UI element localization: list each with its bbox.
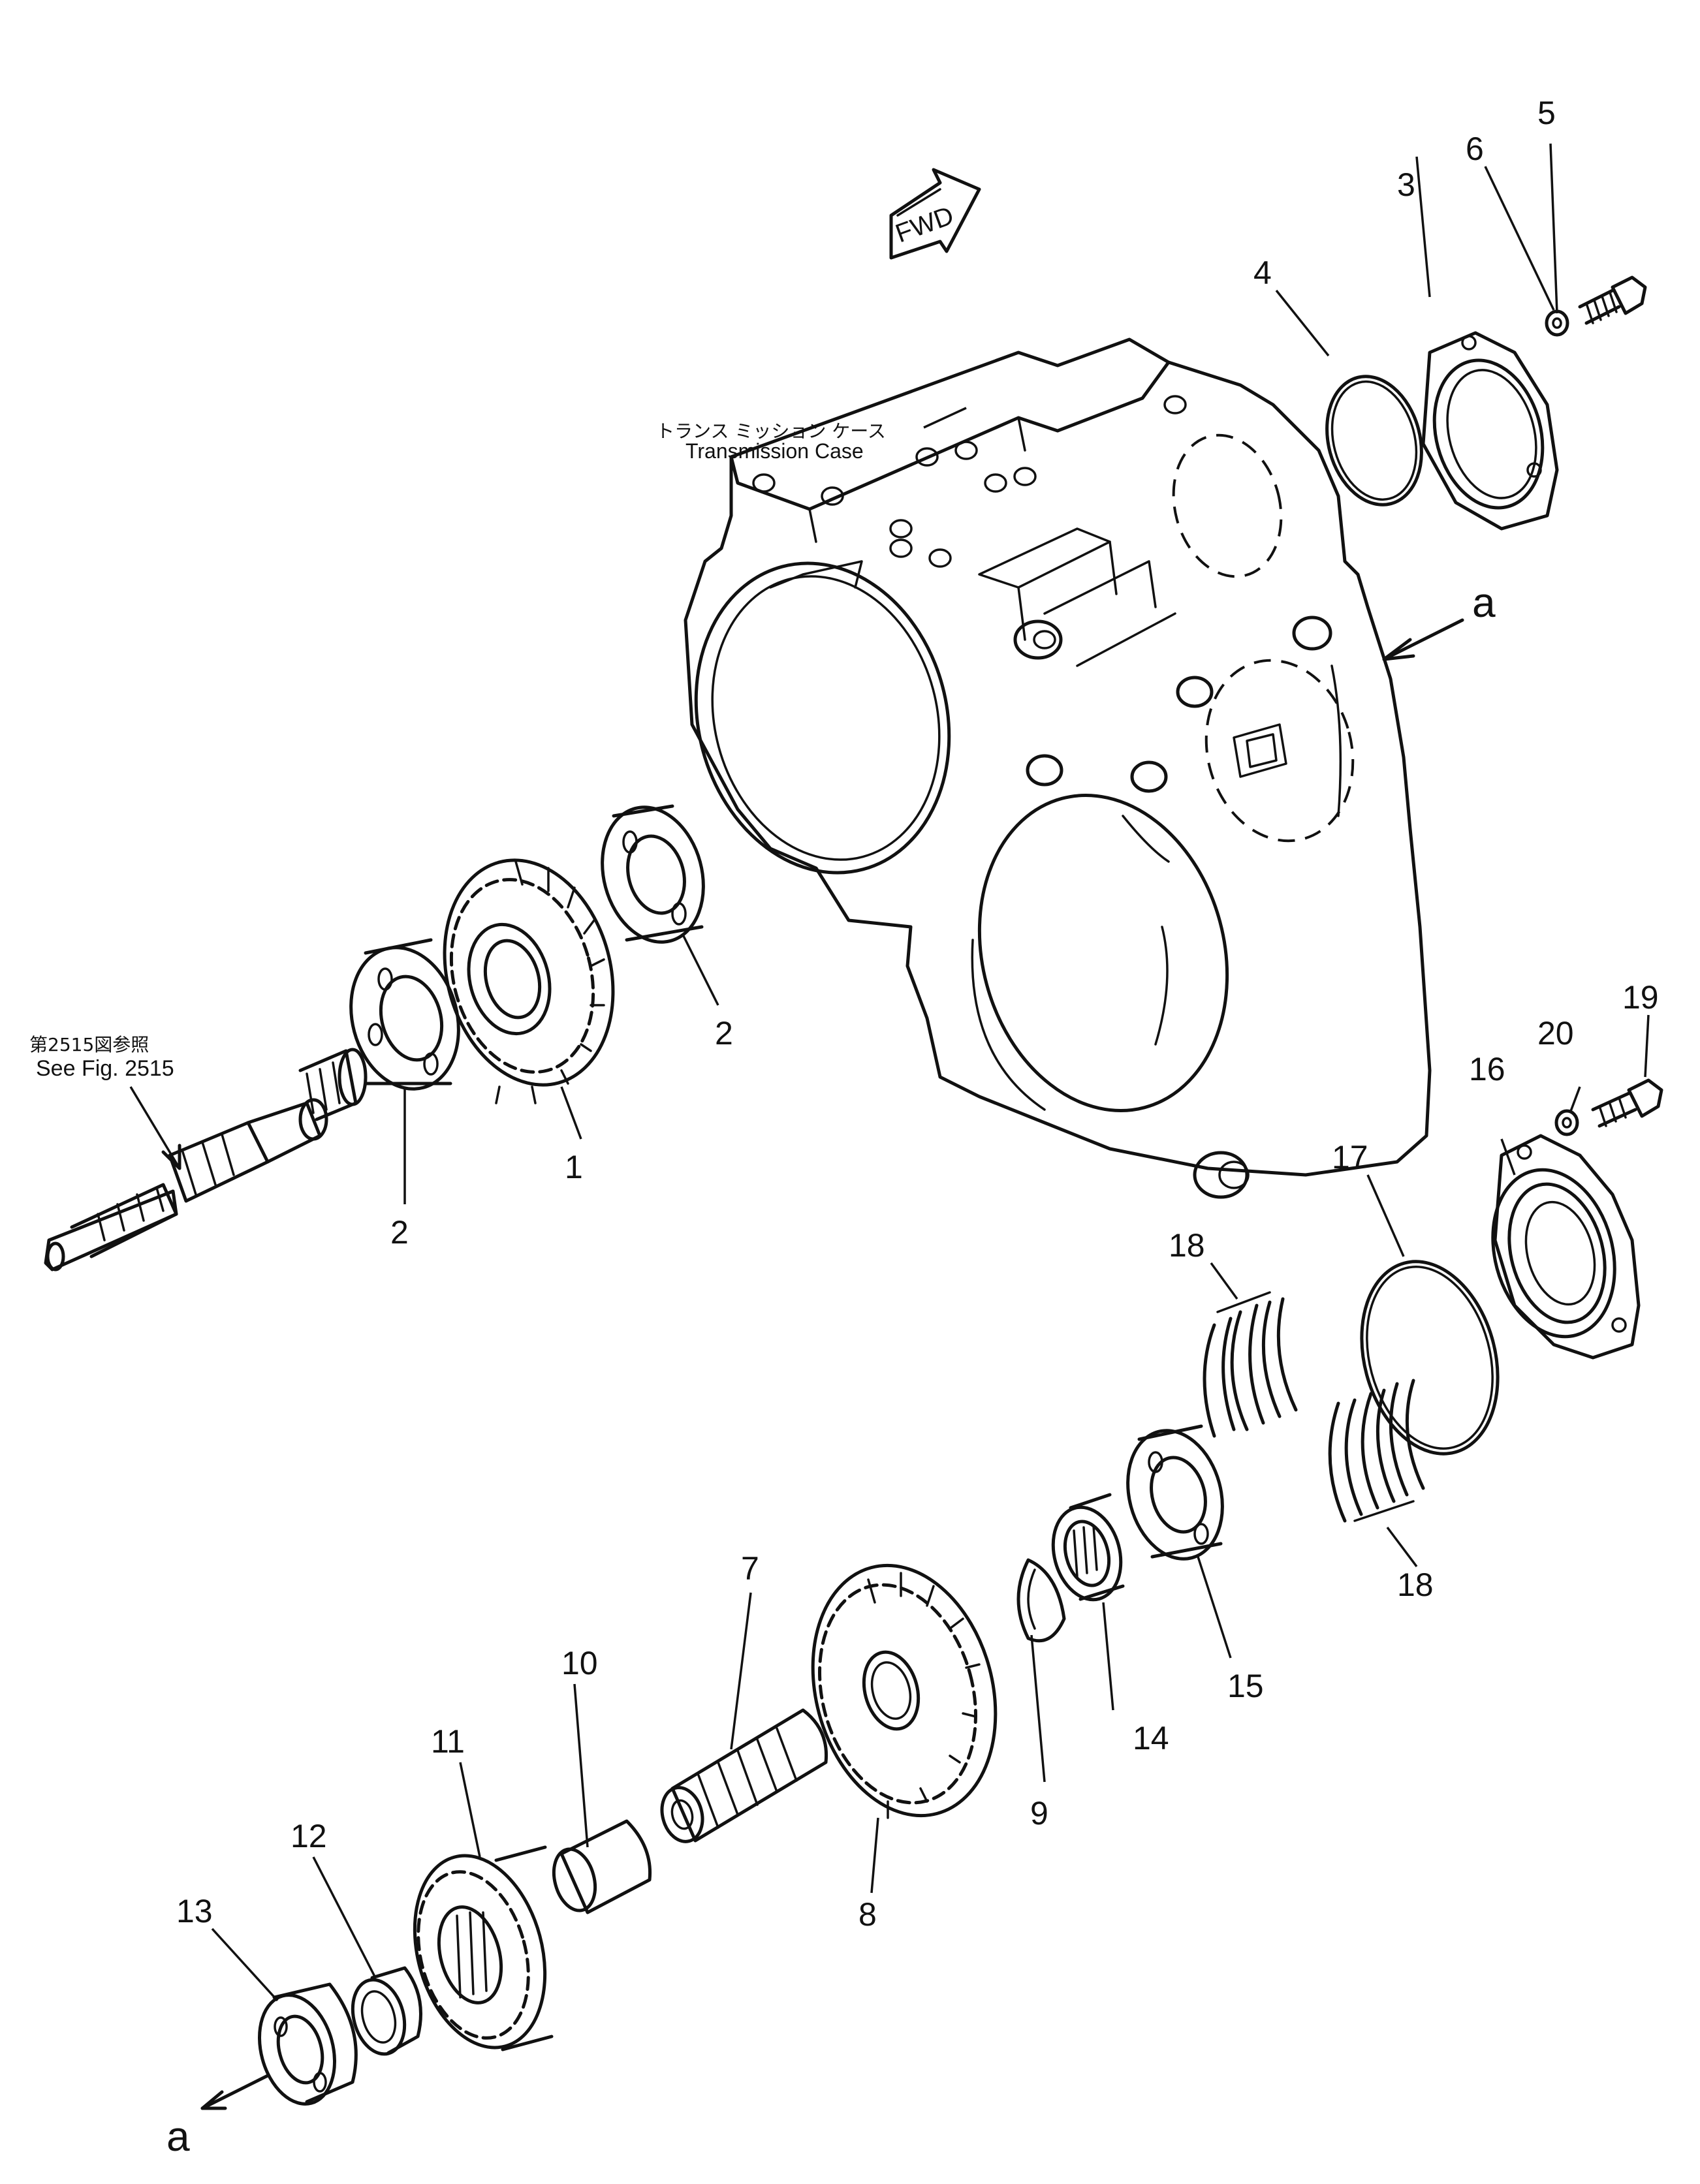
see-fig-label-en: See Fig. 2515 [36, 1056, 174, 1081]
shims-18-upper [1203, 1291, 1298, 1438]
part-number-8: 8 [858, 1896, 877, 1933]
part-number-4: 4 [1253, 255, 1272, 291]
gear-8 [811, 1563, 998, 1819]
bearing-2-left [349, 938, 460, 1091]
part-number-20: 20 [1537, 1015, 1574, 1052]
washer-6 [1545, 309, 1569, 337]
part-number-13: 13 [176, 1893, 213, 1929]
arrow-a-lower: a [166, 2074, 270, 2160]
see-fig-arrow-icon [161, 1144, 181, 1170]
see-fig-leader [129, 1086, 181, 1169]
cover-16 [1491, 1134, 1641, 1360]
cover-plate-3 [1421, 331, 1559, 531]
gear-1 [443, 858, 615, 1104]
arrow-a-upper-label: a [1472, 579, 1496, 626]
snap-ring-9 [1016, 1558, 1066, 1643]
arrow-a-lower-label: a [166, 2113, 190, 2160]
part-number-2-left: 2 [390, 1214, 409, 1251]
bolt-5 [1578, 275, 1647, 325]
o-ring-17 [1360, 1260, 1500, 1456]
shims-18-lower [1328, 1379, 1425, 1523]
part-number-18-lower: 18 [1397, 1567, 1434, 1603]
part-number-2-right: 2 [715, 1015, 733, 1052]
part-number-3: 3 [1397, 166, 1415, 203]
see-fig-label-jp: 第2515図参照 [29, 1034, 149, 1055]
part-number-19: 19 [1622, 979, 1659, 1016]
part-number-12: 12 [291, 1818, 327, 1854]
part-number-1: 1 [565, 1149, 583, 1185]
leader-lines [211, 143, 1650, 2002]
collar-10 [552, 1819, 652, 1914]
washer-20 [1554, 1109, 1579, 1136]
input-shaft [44, 1048, 368, 1271]
bolt-19 [1591, 1078, 1663, 1128]
transmission-case [684, 337, 1432, 1199]
bearing-2-right [601, 804, 705, 944]
gear-11 [413, 1845, 554, 2051]
bushing-12 [351, 1966, 422, 2056]
part-number-6: 6 [1466, 131, 1484, 167]
case-label-leader [923, 407, 967, 429]
part-number-11: 11 [431, 1723, 465, 1760]
part-number-labels: 3 4 5 6 2 1 2 19 20 16 17 18 18 15 14 9 … [176, 95, 1659, 1933]
shaft-7 [660, 1708, 828, 1843]
part-number-15: 15 [1227, 1668, 1264, 1704]
part-number-17: 17 [1332, 1139, 1368, 1176]
part-number-14: 14 [1133, 1720, 1169, 1756]
bearing-15 [1126, 1424, 1224, 1561]
part-number-16: 16 [1469, 1051, 1505, 1087]
part-number-9: 9 [1030, 1795, 1048, 1832]
snap-ring-4 [1325, 375, 1423, 507]
part-number-7: 7 [741, 1550, 759, 1587]
arrow-a-upper: a [1382, 579, 1496, 661]
transmission-case-label-jp: トランス ミッション ケース [656, 420, 886, 442]
bearing-13 [257, 1982, 358, 2106]
part-number-10: 10 [561, 1645, 598, 1681]
part-number-5: 5 [1537, 95, 1556, 131]
part-number-18-upper: 18 [1169, 1227, 1205, 1264]
transmission-case-label-en: Transmission Case [685, 439, 864, 463]
fwd-arrow-icon: FWD [889, 168, 981, 260]
bushing-14 [1051, 1493, 1125, 1602]
